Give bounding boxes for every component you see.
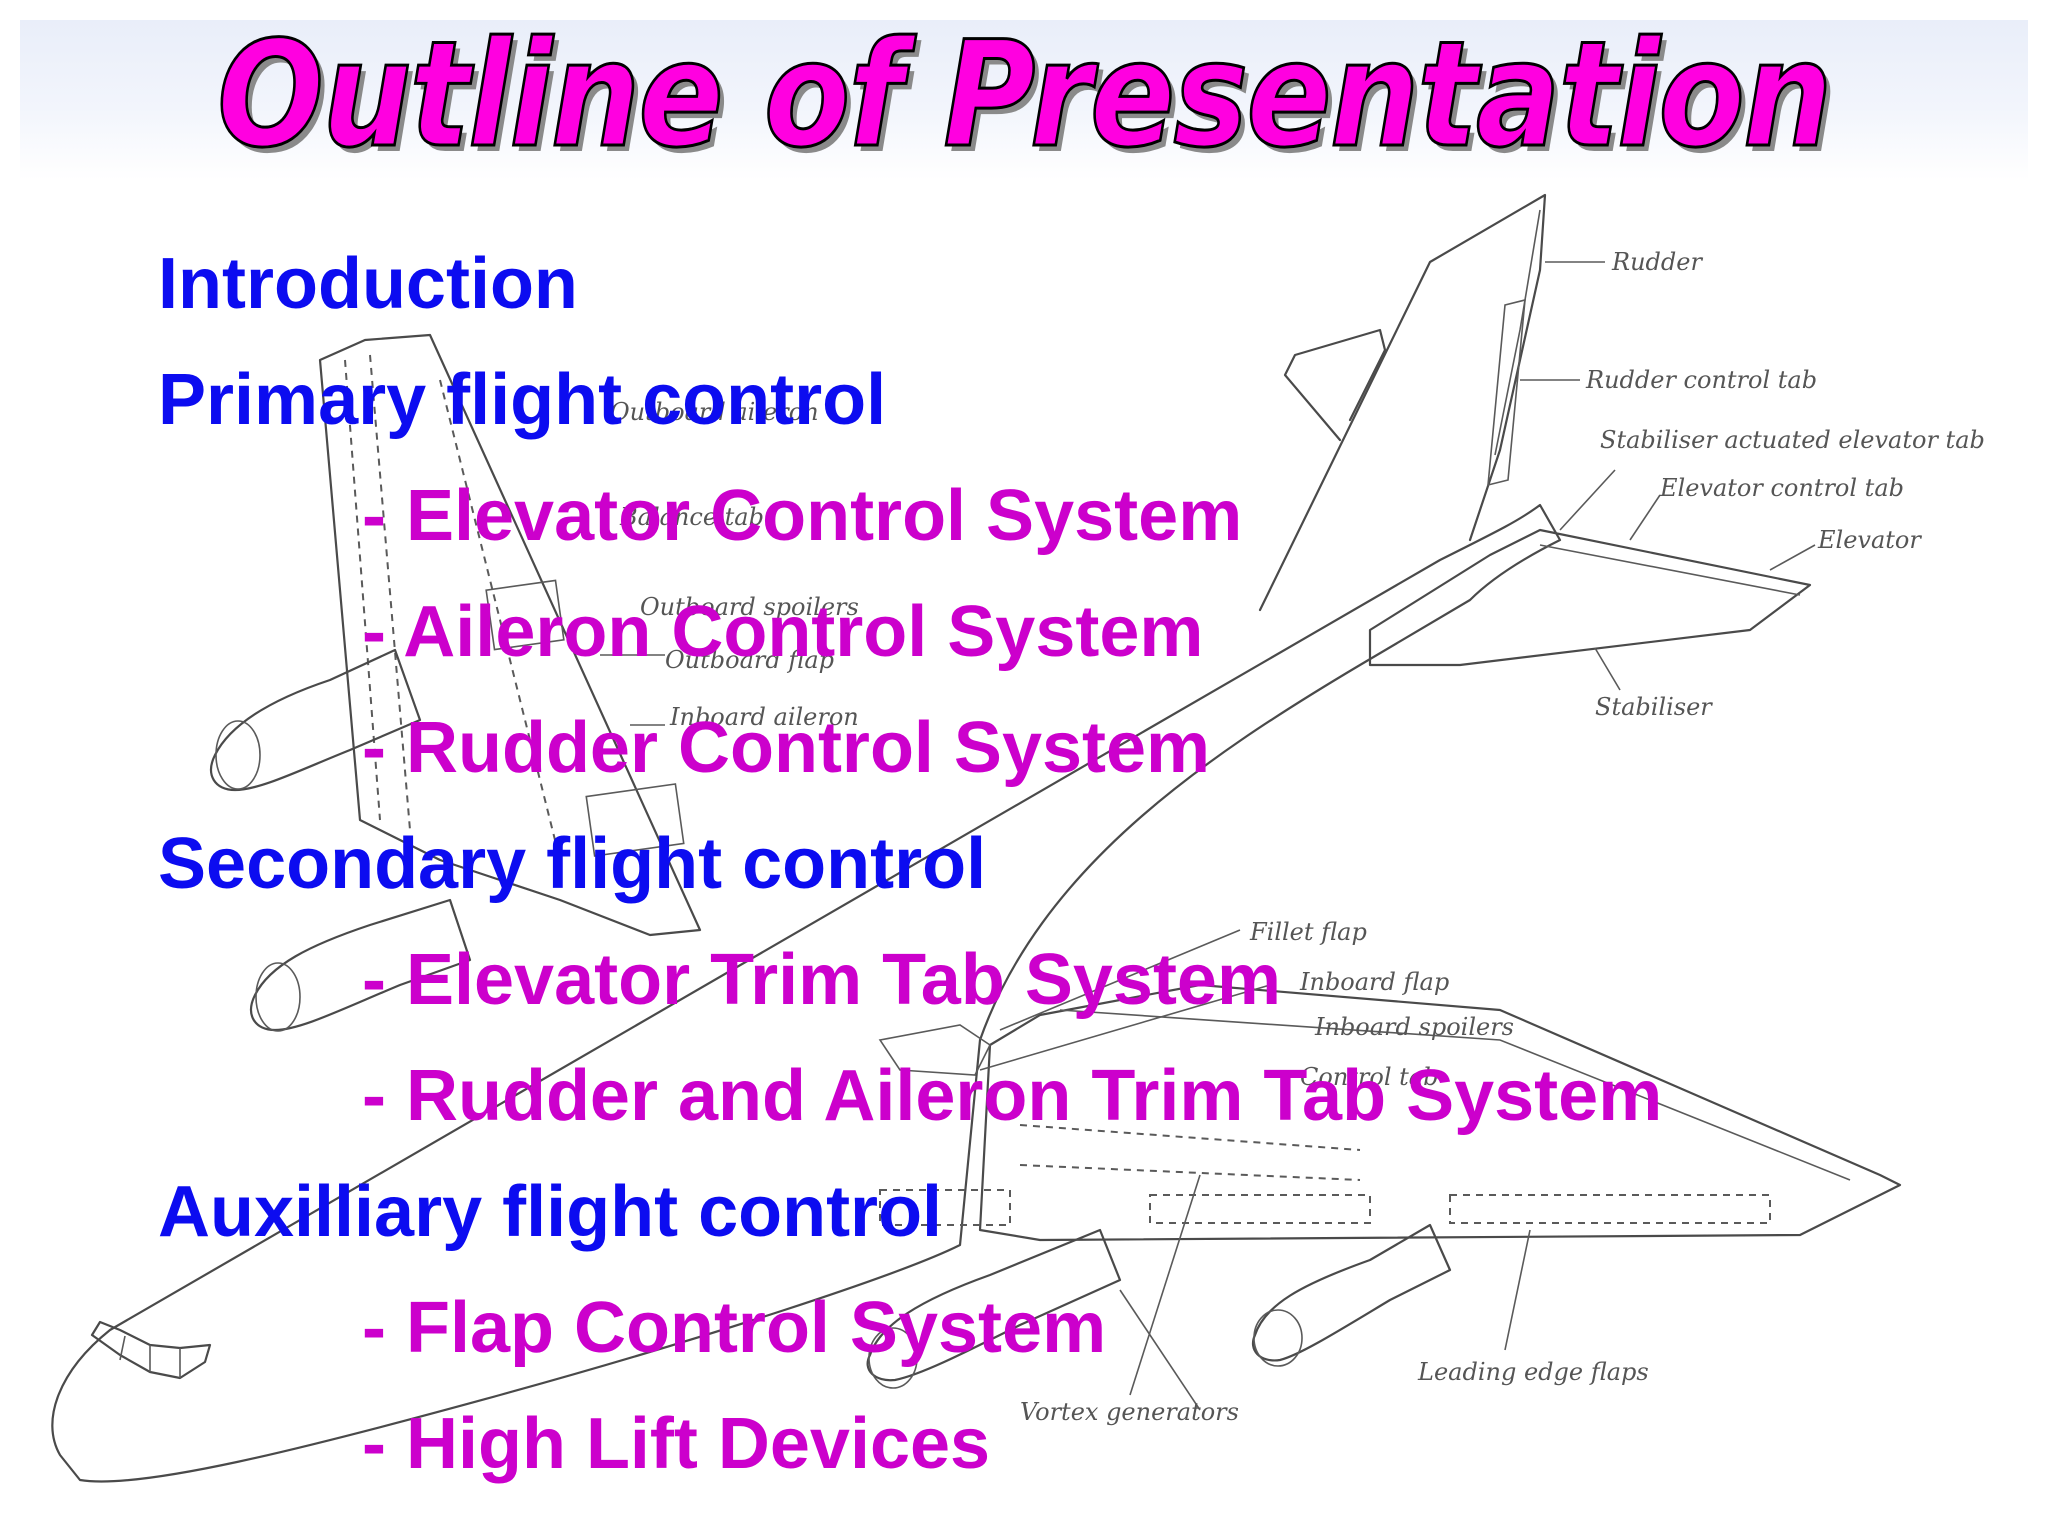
label-balance-tab: Balance tab	[619, 503, 764, 531]
left-outer-engine	[209, 648, 422, 792]
outline-subitem-elevator-control-system: - Elevator Control System	[362, 476, 1243, 556]
label-rudder-control-tab: Rudder control tab	[1585, 366, 1817, 394]
leader-line	[1119, 1289, 1201, 1411]
label-outboard-flap: Outboard flap	[665, 646, 834, 674]
leading-edge-flap	[1449, 1194, 1771, 1224]
slide-title: Outline of Presentation	[216, 10, 1834, 180]
fuselage-outline	[51, 503, 1562, 1483]
label-control-tab: Control tab	[1300, 1063, 1438, 1091]
rudder-tab	[1487, 298, 1526, 487]
leader-line	[1769, 544, 1816, 571]
left-stabilizer	[1283, 328, 1387, 442]
leader-line	[1504, 1229, 1531, 1351]
cockpit-windows	[90, 1320, 212, 1380]
label-inboard-flap: Inboard flap	[1299, 968, 1449, 996]
outboard-spoiler	[485, 579, 565, 651]
leader-line	[979, 984, 1271, 1071]
elevator-hingeline	[1539, 544, 1801, 596]
outline-subitem-flap-control-system: - Flap Control System	[362, 1288, 1107, 1368]
outline-item-primary-flight-control: Primary flight control	[158, 360, 887, 440]
right-wing	[978, 983, 1902, 1242]
outline-item-auxilliary-flight-control: Auxilliary flight control	[158, 1172, 943, 1252]
label-fillet-flap: Fillet flap	[1249, 918, 1367, 946]
left-outer-engine-intake	[215, 720, 261, 790]
label-rudder: Rudder	[1611, 248, 1703, 276]
right-outer-engine-intake	[1253, 1309, 1303, 1367]
left-wing-spar	[369, 354, 411, 831]
left-inner-engine	[249, 898, 472, 1032]
left-inner-engine-intake	[255, 962, 301, 1032]
leader-line	[1629, 494, 1661, 541]
label-leading-edge-flaps: Leading edge flaps	[1417, 1358, 1649, 1386]
right-inner-engine	[866, 1228, 1122, 1382]
label-elevator: Elevator	[1817, 526, 1922, 554]
leading-edge-flap	[879, 1189, 1011, 1226]
outline-subitem-aileron-control-system: - Aileron Control System	[362, 592, 1204, 672]
vortex-generators-row	[1019, 1164, 1361, 1181]
outline-subitem-rudder-control-system: - Rudder Control System	[362, 708, 1211, 788]
leader-line	[1129, 1174, 1201, 1396]
title-band	[20, 20, 2028, 180]
outline-item-introduction: Introduction	[158, 244, 578, 324]
vertical-fin	[1258, 193, 1547, 612]
right-inner-engine-intake	[868, 1327, 918, 1389]
right-stabilizer	[1368, 528, 1812, 667]
label-vortex-generators: Vortex generators	[1020, 1398, 1239, 1426]
leading-edge-flap	[1149, 1194, 1371, 1224]
label-stabiliser-actuated-elevator-tab: Stabiliser actuated elevator tab	[1600, 426, 1985, 454]
leader-line	[999, 929, 1241, 1031]
outline-item-secondary-flight-control: Secondary flight control	[158, 824, 987, 904]
label-inboard-spoilers: Inboard spoilers	[1314, 1013, 1514, 1041]
right-outer-engine	[1252, 1223, 1452, 1362]
window-divider	[119, 1335, 126, 1361]
inboard-aileron	[585, 783, 685, 857]
leader-line	[1594, 647, 1621, 691]
rudder-surface	[1494, 209, 1541, 456]
leader-line	[1559, 469, 1616, 531]
left-wing	[318, 333, 702, 937]
outline-subitem-rudder-aileron-trim-tab-system: - Rudder and Aileron Trim Tab System	[362, 1056, 1663, 1136]
outline-subitem-high-lift-devices: - High Lift Devices	[362, 1404, 991, 1484]
right-wing-flap-line	[1059, 1009, 1851, 1181]
label-inboard-aileron: Inboard aileron	[669, 703, 859, 731]
label-outboard-spoilers: Outboard spoilers	[640, 593, 859, 621]
fillet-flap	[878, 1024, 992, 1076]
label-outboard-aileron: Outboard aileron	[610, 398, 819, 426]
vortex-generators-row	[1019, 1124, 1361, 1151]
label-stabiliser: Stabiliser	[1595, 693, 1713, 721]
left-wing-flap-line	[439, 379, 561, 861]
outline-subitem-elevator-trim-tab-system: - Elevator Trim Tab System	[362, 940, 1281, 1020]
label-elevator-control-tab: Elevator control tab	[1659, 474, 1904, 502]
